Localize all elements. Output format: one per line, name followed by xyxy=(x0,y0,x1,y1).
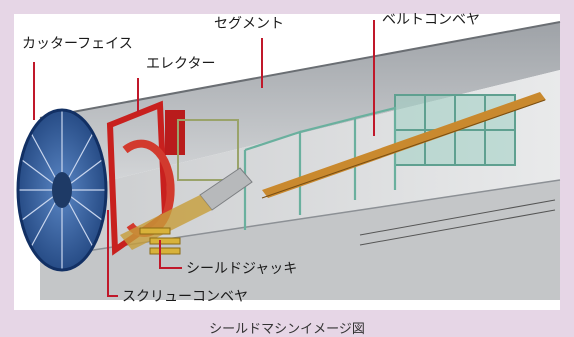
gantry-frames xyxy=(243,106,397,230)
segment-edge-line xyxy=(39,21,561,119)
label-segment: セグメント xyxy=(214,16,284,32)
track-rails xyxy=(359,199,556,246)
callout-lines xyxy=(33,20,375,297)
belt-conveyor-shape xyxy=(262,92,546,198)
label-cutter-face: カッターフェイス xyxy=(22,36,133,52)
belt-conveyor-edge xyxy=(261,99,546,199)
cutter-face-disk xyxy=(16,108,108,272)
label-shield-jack: シールドジャッキ xyxy=(186,261,298,277)
shield-jack-shapes xyxy=(139,227,181,255)
tunnel-floor xyxy=(40,180,560,300)
label-erector: エレクター xyxy=(146,56,216,72)
label-screw-conveyor: スクリューコンベヤ xyxy=(122,289,248,305)
label-belt-conveyor: ベルトコンベヤ xyxy=(382,12,480,28)
caption: シールドマシンイメージ図 xyxy=(209,322,365,337)
screw-conveyor-shape xyxy=(120,167,253,250)
